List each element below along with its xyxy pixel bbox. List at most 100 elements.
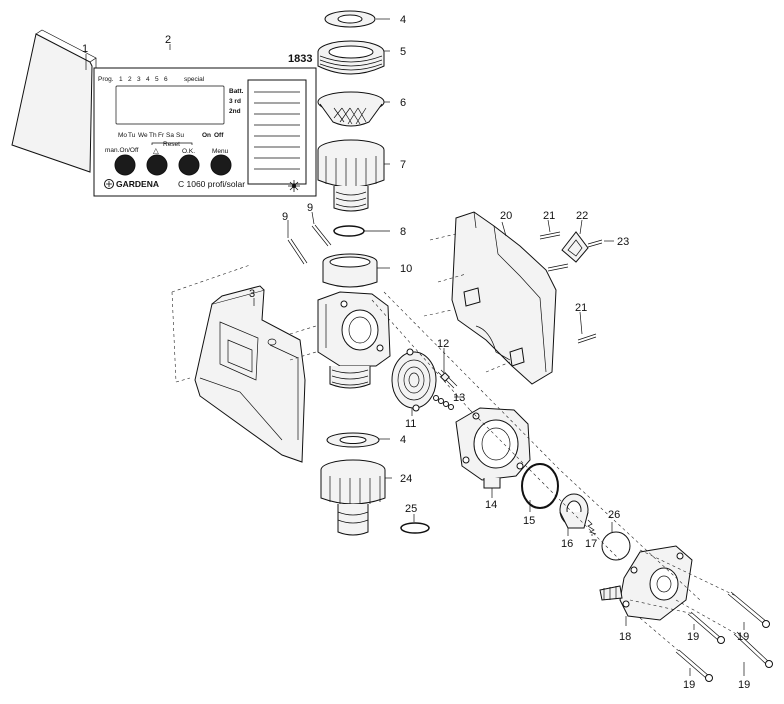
part-screws-21 bbox=[539, 231, 597, 344]
callout-13: 13 bbox=[453, 392, 465, 404]
part-o-ring-25 bbox=[400, 522, 430, 534]
part-balls-13 bbox=[433, 395, 454, 410]
callout-19-d: 19 bbox=[738, 679, 750, 691]
callout-4-top: 4 bbox=[400, 14, 406, 26]
program-strip-lines bbox=[254, 91, 300, 170]
callout-21-lower: 21 bbox=[575, 302, 587, 314]
part-washer-lower bbox=[326, 432, 380, 448]
special-label: special bbox=[184, 76, 205, 83]
part-hose-connector-24 bbox=[320, 459, 386, 536]
model-label: C 1060 profi/solar bbox=[178, 179, 245, 189]
callout-23: 23 bbox=[617, 236, 629, 248]
status-batt: Batt. bbox=[229, 88, 244, 95]
svg-text:5: 5 bbox=[155, 76, 159, 83]
assembly-guide-lines bbox=[289, 233, 741, 653]
svg-text:Fr: Fr bbox=[158, 132, 165, 139]
off-label: Off bbox=[214, 132, 224, 139]
callout-11: 11 bbox=[405, 418, 416, 430]
btn-label-up: △ bbox=[153, 146, 160, 155]
callouts: 1 2 3 4 4 5 6 7 8 9 9 10 11 12 13 14 15 … bbox=[82, 14, 750, 691]
part-cover-flap bbox=[11, 29, 97, 173]
part-cap-26 bbox=[601, 531, 631, 561]
callout-3: 3 bbox=[249, 288, 255, 300]
callout-12: 12 bbox=[437, 338, 449, 350]
part-screw-12 bbox=[437, 369, 458, 389]
part-diaphragm-11 bbox=[391, 348, 437, 412]
svg-text:We: We bbox=[138, 132, 148, 139]
part-union-nut bbox=[317, 139, 385, 212]
days-row: Mo Tu We Th Fr Sa Su bbox=[118, 132, 184, 139]
reset-label: Reset bbox=[163, 141, 180, 148]
callout-4-lower: 4 bbox=[400, 434, 406, 446]
callout-20: 20 bbox=[500, 210, 512, 222]
btn-label-man: man.On/Off bbox=[105, 147, 139, 154]
svg-text:Tu: Tu bbox=[128, 132, 136, 139]
callout-2: 2 bbox=[165, 34, 171, 46]
callout-19-b: 19 bbox=[737, 631, 749, 643]
btn-label-menu: Menu bbox=[212, 148, 229, 155]
svg-text:4: 4 bbox=[146, 76, 150, 83]
part-control-panel: Prog. 1 2 3 4 5 6 special Batt. 3 rd 2nd… bbox=[93, 67, 317, 197]
callout-9-left: 9 bbox=[282, 211, 288, 223]
button-up bbox=[146, 154, 168, 176]
callout-8: 8 bbox=[400, 226, 406, 238]
callout-17: 17 bbox=[585, 538, 597, 550]
part-o-ring-8 bbox=[333, 225, 365, 237]
svg-text:3: 3 bbox=[137, 76, 141, 83]
svg-text:Th: Th bbox=[149, 132, 157, 139]
part-coupling-10 bbox=[322, 253, 378, 288]
callout-21-top: 21 bbox=[543, 210, 555, 222]
part-housing-shell bbox=[171, 264, 306, 463]
part-solenoid-housing-14 bbox=[455, 407, 531, 489]
part-clip-22 bbox=[561, 231, 589, 263]
part-filter-strainer bbox=[317, 91, 385, 127]
gardena-logo-icon bbox=[104, 179, 114, 189]
callout-22: 22 bbox=[576, 210, 588, 222]
part-pins-9 bbox=[287, 224, 332, 265]
svg-text:6: 6 bbox=[164, 76, 168, 83]
callout-25: 25 bbox=[405, 503, 417, 515]
prog-label: Prog. bbox=[98, 76, 114, 83]
svg-text:Mo: Mo bbox=[118, 132, 127, 139]
callout-24: 24 bbox=[400, 473, 412, 485]
part-washer-top bbox=[324, 10, 376, 28]
lcd-display bbox=[115, 85, 225, 125]
prog-numbers: 1 2 3 4 5 6 bbox=[119, 76, 168, 83]
status-3rd: 3 rd bbox=[229, 98, 241, 105]
part-o-ring-15 bbox=[521, 463, 559, 509]
thread-spec-label: 1833 bbox=[288, 53, 312, 65]
callout-16: 16 bbox=[561, 538, 573, 550]
part-spring-17 bbox=[587, 519, 597, 535]
status-2nd: 2nd bbox=[229, 108, 241, 115]
callout-18: 18 bbox=[619, 631, 631, 643]
callout-19-c: 19 bbox=[683, 679, 695, 691]
sun-icon bbox=[288, 180, 300, 192]
button-man-onoff bbox=[114, 154, 136, 176]
program-label-strip bbox=[247, 79, 307, 185]
part-plunger-16 bbox=[559, 493, 589, 529]
callout-19-a: 19 bbox=[687, 631, 699, 643]
part-adapter-thread bbox=[317, 40, 385, 75]
svg-text:Sa: Sa bbox=[166, 132, 174, 139]
brand-label: GARDENA bbox=[116, 179, 159, 189]
svg-text:1: 1 bbox=[119, 76, 123, 83]
callout-9-right: 9 bbox=[307, 202, 313, 214]
callout-5: 5 bbox=[400, 46, 406, 58]
part-screws-19 bbox=[675, 591, 773, 682]
callout-10: 10 bbox=[400, 263, 412, 275]
svg-text:2: 2 bbox=[128, 76, 132, 83]
on-label: On bbox=[202, 132, 211, 139]
callout-15: 15 bbox=[523, 515, 535, 527]
part-screw-23 bbox=[587, 239, 603, 248]
callout-26: 26 bbox=[608, 509, 620, 521]
btn-label-ok: O.K. bbox=[182, 148, 195, 155]
callout-1: 1 bbox=[82, 43, 88, 55]
leader-lines bbox=[85, 18, 745, 676]
part-valve-body bbox=[317, 291, 391, 389]
part-battery-housing-20 bbox=[451, 211, 557, 385]
callout-6: 6 bbox=[400, 97, 406, 109]
svg-text:Su: Su bbox=[176, 132, 184, 139]
button-menu bbox=[210, 154, 232, 176]
